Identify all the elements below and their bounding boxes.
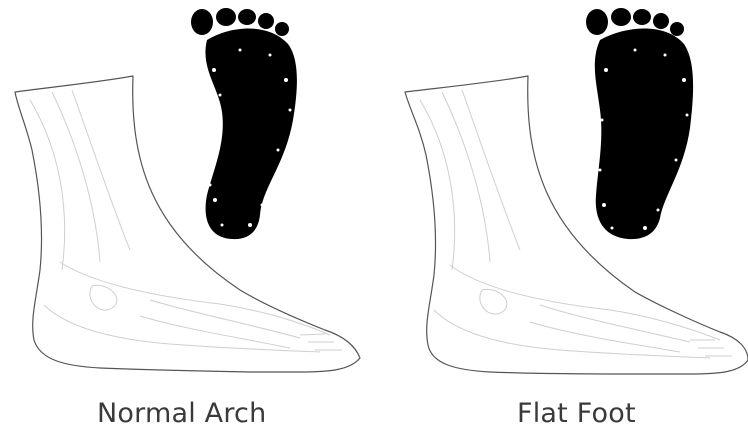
normal-arch-caption: Normal Arch — [97, 398, 266, 429]
normal-arch-footprint — [191, 8, 297, 239]
normal-arch-panel — [15, 8, 360, 372]
normal-arch-anatomy-lines — [30, 90, 342, 352]
flat-foot-panel — [405, 8, 748, 374]
flat-foot-leg-illustration — [405, 76, 748, 374]
flat-foot-caption: Flat Foot — [517, 398, 636, 429]
flat-foot-footprint — [586, 8, 693, 239]
